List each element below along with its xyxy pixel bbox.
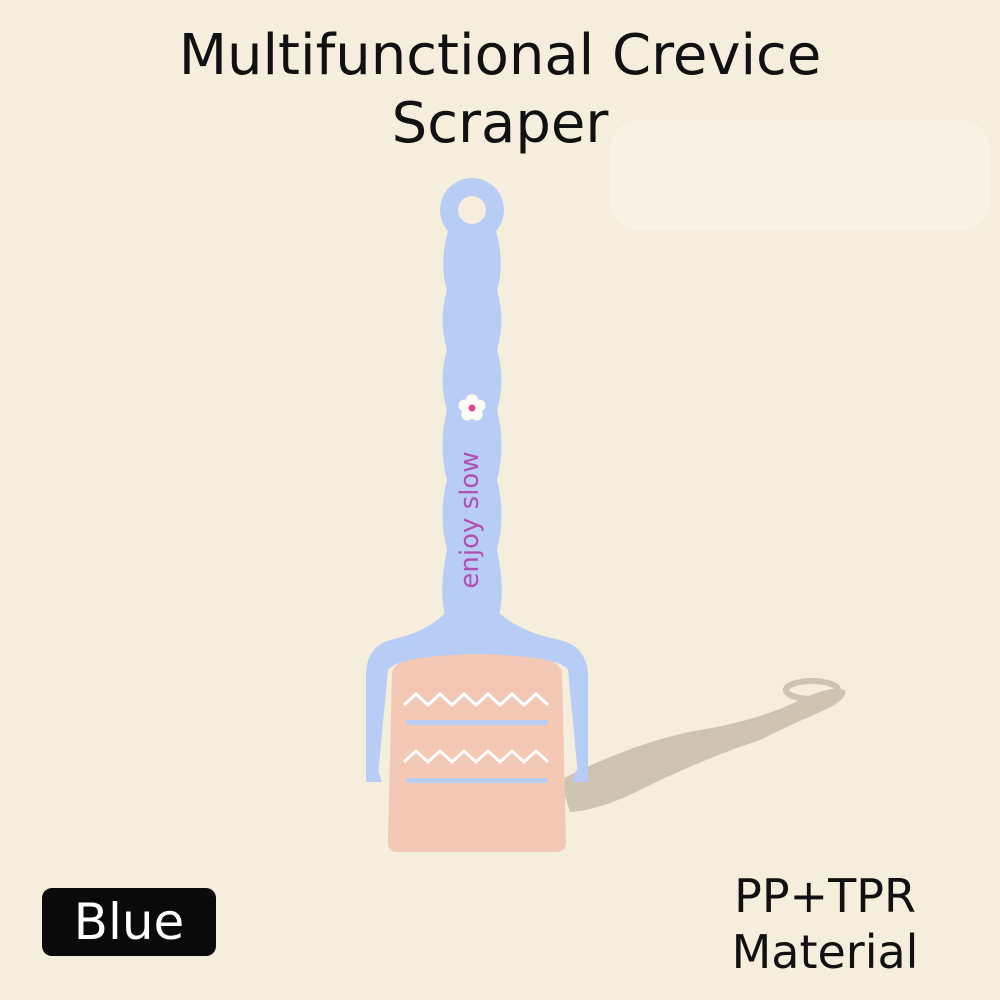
material-line-2: Material [731, 925, 919, 979]
material-line-1: PP+TPR [734, 869, 916, 923]
background-highlight [610, 120, 990, 230]
scraper-handle [366, 178, 588, 782]
color-badge-label: Blue [73, 893, 185, 951]
product-title: Multifunctional Crevice Scraper [0, 22, 1000, 158]
scraper-shadow [560, 678, 846, 812]
material-label: PP+TPR Material [700, 868, 950, 980]
flower-icon [458, 394, 486, 421]
title-line-1: Multifunctional Crevice [178, 23, 822, 88]
handle-text: enjoy slow [455, 451, 485, 588]
scraper-blade [388, 648, 566, 852]
color-badge: Blue [42, 888, 216, 956]
title-line-2: Scraper [391, 91, 609, 156]
